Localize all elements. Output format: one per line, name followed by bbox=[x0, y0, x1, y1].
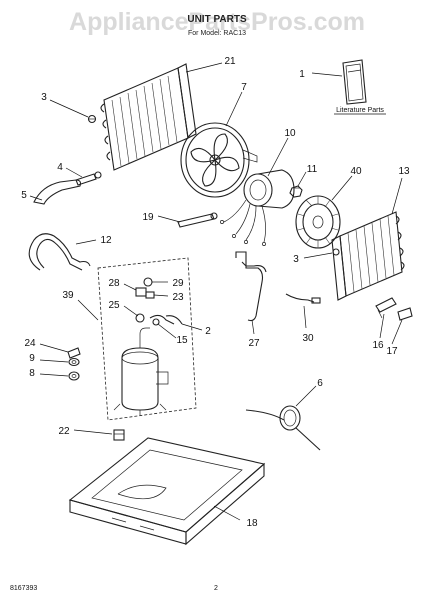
callout-5: 5 bbox=[21, 190, 27, 201]
leader-2 bbox=[181, 323, 203, 331]
condenser-fan bbox=[180, 122, 258, 198]
document-number: 8167393 bbox=[10, 585, 37, 592]
screw-part-3-lower bbox=[332, 248, 340, 256]
literature-parts-label: Literature Parts bbox=[336, 107, 384, 114]
callout-7: 7 bbox=[241, 82, 247, 93]
fitting-part-23 bbox=[145, 291, 155, 299]
washer-part-9 bbox=[68, 357, 80, 367]
leader-30 bbox=[303, 305, 307, 329]
leader-40 bbox=[331, 175, 353, 201]
leader-25 bbox=[123, 305, 139, 317]
leader-21 bbox=[185, 62, 223, 73]
leader-39 bbox=[77, 299, 99, 321]
callout-19: 19 bbox=[142, 212, 154, 223]
leader-16 bbox=[379, 313, 385, 339]
callout-12: 12 bbox=[100, 235, 112, 246]
callout-8: 8 bbox=[29, 368, 35, 379]
leader-17 bbox=[391, 319, 403, 345]
callout-9: 9 bbox=[29, 353, 35, 364]
screw-part-3-upper bbox=[87, 114, 97, 124]
callout-15: 15 bbox=[176, 335, 188, 346]
callout-17: 17 bbox=[386, 346, 398, 357]
leader-6 bbox=[295, 385, 317, 407]
grommet-part-28 bbox=[135, 287, 147, 297]
callout-2: 2 bbox=[205, 326, 211, 337]
leader-10 bbox=[267, 137, 289, 177]
callout-30: 30 bbox=[302, 333, 314, 344]
callout-1: 1 bbox=[299, 69, 305, 80]
compressor bbox=[113, 327, 169, 416]
tube-part-2 bbox=[165, 315, 183, 325]
callout-13: 13 bbox=[398, 166, 410, 177]
tube-part-15 bbox=[149, 314, 175, 326]
callout-23: 23 bbox=[172, 292, 184, 303]
compressor-assembly-outline bbox=[97, 257, 197, 421]
blower-wheel bbox=[295, 195, 341, 249]
leader-19 bbox=[157, 215, 181, 223]
leader-9 bbox=[39, 359, 69, 363]
leader-8 bbox=[39, 373, 69, 377]
callout-18: 18 bbox=[246, 518, 258, 529]
bracket-part-16 bbox=[375, 297, 397, 319]
leader-22 bbox=[73, 429, 113, 435]
leader-18 bbox=[213, 505, 241, 521]
heater-part-6 bbox=[245, 405, 321, 451]
grommet-part-29 bbox=[143, 277, 153, 287]
callout-3-lower: 3 bbox=[293, 254, 299, 265]
grommet-part-8 bbox=[68, 371, 80, 381]
leader-5 bbox=[29, 195, 43, 201]
fan-motor bbox=[220, 169, 300, 246]
fitting-part-25 bbox=[135, 313, 145, 323]
callout-21: 21 bbox=[224, 56, 236, 67]
callout-40: 40 bbox=[350, 166, 362, 177]
leader-4 bbox=[65, 167, 83, 178]
leader-1 bbox=[311, 72, 343, 77]
callout-22: 22 bbox=[58, 426, 70, 437]
callout-25: 25 bbox=[108, 300, 120, 311]
page-number: 2 bbox=[214, 585, 218, 592]
fitting-part-4 bbox=[75, 171, 102, 186]
callout-24: 24 bbox=[24, 338, 36, 349]
sensor-part-30 bbox=[285, 293, 321, 304]
evaporator-coil bbox=[331, 211, 405, 301]
base-pan bbox=[68, 437, 266, 546]
callout-6: 6 bbox=[317, 378, 323, 389]
callout-27: 27 bbox=[248, 338, 260, 349]
tube-part-12 bbox=[28, 233, 91, 271]
leader-12 bbox=[75, 239, 97, 245]
bracket-part-17 bbox=[397, 307, 413, 321]
leader-24 bbox=[39, 343, 69, 353]
spacer-part-22 bbox=[113, 429, 125, 441]
page-subtitle: For Model: RAC13 bbox=[188, 30, 246, 37]
watermark: AppliancePartsPros.com bbox=[69, 8, 365, 36]
callout-28: 28 bbox=[108, 278, 120, 289]
leader-27 bbox=[251, 319, 255, 335]
screw-part-19 bbox=[177, 212, 218, 228]
callout-4: 4 bbox=[57, 162, 63, 173]
callout-10: 10 bbox=[284, 128, 296, 139]
tubing-part-27 bbox=[235, 251, 267, 322]
page-title: UNIT PARTS bbox=[187, 14, 247, 25]
callout-16: 16 bbox=[372, 340, 384, 351]
leader-11 bbox=[297, 171, 307, 187]
leader-23 bbox=[153, 294, 169, 297]
leader-28 bbox=[123, 283, 137, 291]
leader-3-upper bbox=[49, 99, 89, 118]
leader-15 bbox=[157, 323, 177, 339]
clip-part-24 bbox=[67, 347, 81, 359]
leader-13 bbox=[391, 177, 403, 215]
leader-7 bbox=[225, 91, 243, 127]
leader-3-lower bbox=[303, 252, 333, 259]
callout-3-upper: 3 bbox=[41, 92, 47, 103]
callout-11: 11 bbox=[307, 164, 318, 175]
tube-part-5 bbox=[33, 179, 82, 205]
callout-39: 39 bbox=[62, 290, 74, 301]
literature-booklet bbox=[342, 59, 367, 105]
callout-29: 29 bbox=[172, 278, 184, 289]
